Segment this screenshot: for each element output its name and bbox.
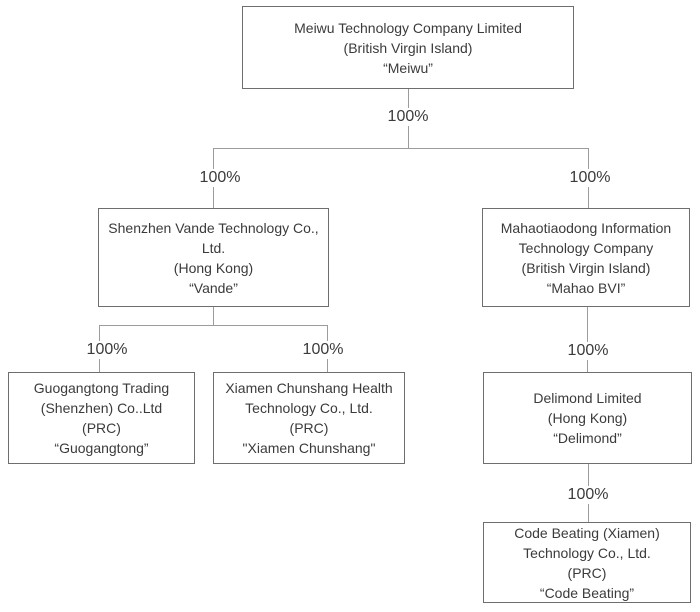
company-name: Guogangtong Trading [33, 380, 170, 396]
ownership-label-meiwu-down: 100% [383, 108, 433, 126]
connector-to-delimond [587, 307, 588, 372]
node-delimond: Delimond Limited (Hong Kong) “Delimond” [483, 372, 692, 464]
short-name: “Guogangtong” [54, 440, 149, 456]
company-name: Shenzhen Vande Technology Co., [108, 219, 319, 236]
node-meiwu: Meiwu Technology Company Limited (Britis… [242, 6, 574, 89]
short-name: “Vande” [189, 279, 238, 296]
company-name-cont: (Shenzhen) Co..Ltd [40, 400, 163, 416]
node-mahao-bvi: Mahaotiaodong Information Technology Com… [482, 208, 690, 307]
ownership-label-to-guogangtong: 100% [82, 341, 132, 359]
short-name: “Delimond” [553, 430, 622, 446]
ownership-label-to-xiamen: 100% [298, 341, 348, 359]
company-name-cont: Technology Company [518, 239, 654, 256]
ownership-label-to-codebeating: 100% [563, 486, 613, 504]
jurisdiction: (Hong Kong) [547, 410, 628, 426]
node-xiamen-chunshang: Xiamen Chunshang Health Technology Co., … [213, 372, 405, 464]
jurisdiction: (PRC) [289, 420, 329, 436]
company-name: Delimond Limited [533, 390, 642, 406]
connector-vande-down [213, 307, 214, 325]
company-name: Mahaotiaodong Information [500, 219, 672, 236]
jurisdiction: (British Virgin Island) [521, 259, 651, 276]
jurisdiction: (Hong Kong) [173, 259, 254, 276]
connector-level2-horizontal [213, 148, 589, 149]
ownership-label-to-mahao: 100% [565, 169, 615, 187]
jurisdiction: (British Virgin Island) [343, 39, 473, 56]
node-code-beating: Code Beating (Xiamen) Technology Co., Lt… [483, 522, 691, 603]
node-vande: Shenzhen Vande Technology Co., Ltd. (Hon… [98, 208, 329, 307]
jurisdiction: (PRC) [567, 564, 607, 581]
company-name: Code Beating (Xiamen) [514, 524, 660, 541]
company-name: Xiamen Chunshang Health [225, 380, 393, 396]
short-name: “Meiwu” [383, 59, 433, 76]
jurisdiction: (PRC) [82, 420, 121, 436]
short-name: "Xiamen Chunshang" [242, 440, 376, 456]
node-guogangtong: Guogangtong Trading (Shenzhen) Co..Ltd (… [8, 372, 195, 464]
company-name-cont: Technology Co., Ltd. [245, 400, 373, 416]
company-name: Meiwu Technology Company Limited [294, 19, 522, 36]
ownership-label-to-vande: 100% [195, 169, 245, 187]
company-name-cont: Ltd. [201, 239, 226, 256]
connector-level3-horizontal [99, 325, 328, 326]
short-name: “Mahao BVI” [546, 279, 626, 296]
short-name: “Code Beating” [539, 584, 635, 601]
company-name-cont: Technology Co., Ltd. [523, 544, 651, 561]
ownership-label-to-delimond: 100% [563, 342, 613, 360]
